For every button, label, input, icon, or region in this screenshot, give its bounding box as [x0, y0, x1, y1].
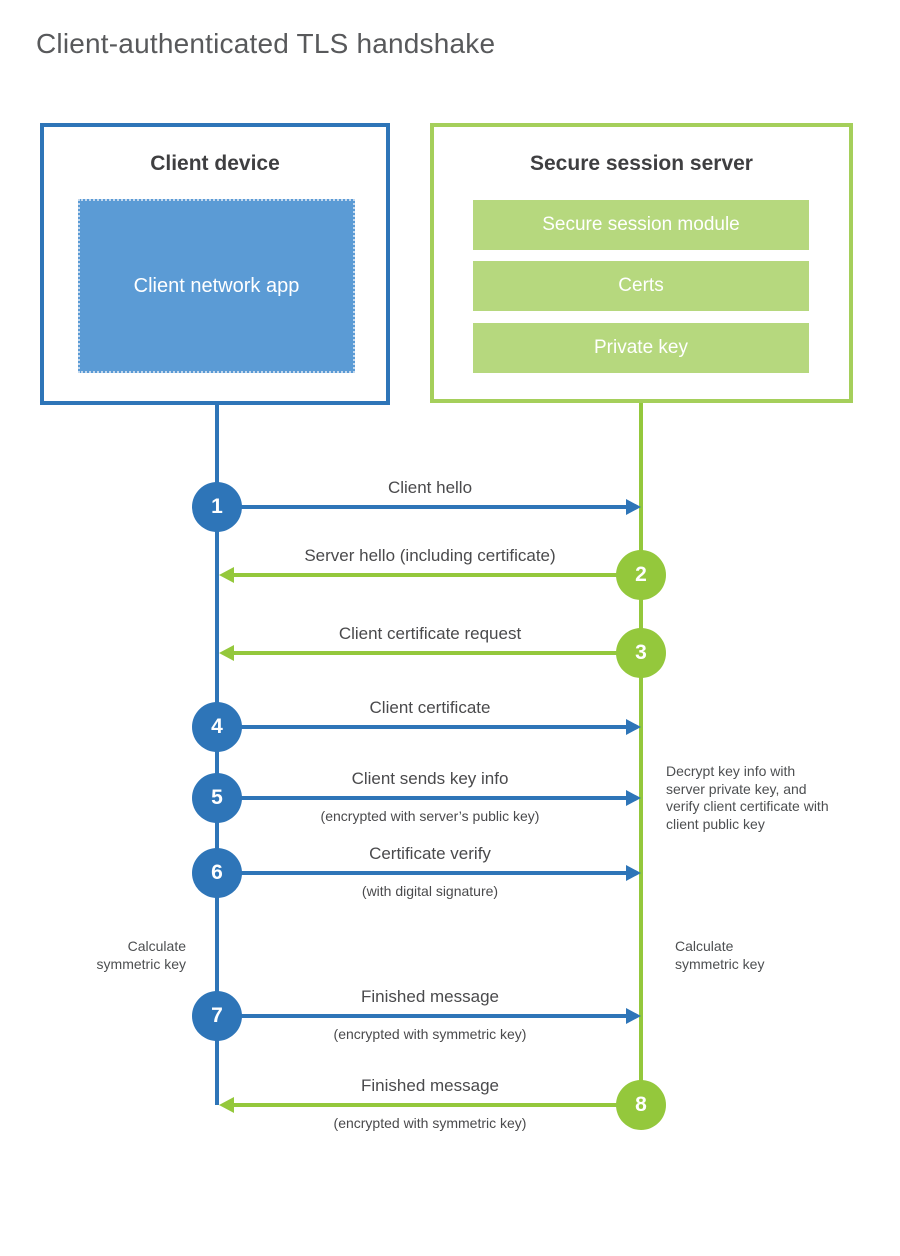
arrow-6-head-right-icon [626, 865, 641, 881]
arrow-2-head-left-icon [219, 567, 234, 583]
step-circle-1: 1 [192, 482, 242, 532]
step-circle-4: 4 [192, 702, 242, 752]
secure-session-server-title: Secure session server [530, 152, 753, 175]
server-module-private-key: Private key [473, 323, 809, 373]
step-circle-2: 2 [616, 550, 666, 600]
message-label-7: Finished message [361, 987, 499, 1006]
arrow-4-head-right-icon [626, 719, 641, 735]
step-number: 7 [211, 1004, 223, 1027]
arrow-3-line [232, 651, 641, 655]
arrow-4-line [219, 725, 628, 729]
server-module-label: Private key [594, 337, 688, 358]
message-label-5: Client sends key info [351, 769, 509, 788]
arrow-8-line [232, 1103, 641, 1107]
arrow-2-line [232, 573, 641, 577]
server-decrypt-note: Decrypt key info with server private key… [666, 763, 829, 832]
page-title: Client-authenticated TLS handshake [36, 28, 496, 59]
step-number: 6 [211, 861, 223, 884]
message-label-3: Client certificate request [338, 624, 522, 643]
server-module-label: Certs [618, 275, 664, 296]
arrow-7-head-right-icon [626, 1008, 641, 1024]
step-number: 5 [211, 786, 223, 809]
message-sub-8: (encrypted with symmetric key) [333, 1115, 527, 1131]
step-number: 2 [635, 563, 647, 586]
step-circle-7: 7 [192, 991, 242, 1041]
message-label-8: Finished message [361, 1076, 499, 1095]
arrow-6-line [219, 871, 628, 875]
step-circle-5: 5 [192, 773, 242, 823]
server-module-secure-session: Secure session module [473, 200, 809, 250]
client-network-app-label: Client network app [133, 275, 300, 297]
step-number: 3 [635, 641, 647, 664]
client-device-title: Client device [150, 152, 280, 175]
message-sub-6: (with digital signature) [361, 883, 499, 899]
client-lifeline [215, 403, 219, 1105]
message-sub-5: (encrypted with server’s public key) [320, 808, 540, 824]
client-calculate-symmetric-key-note: Calculate symmetric key [96, 938, 186, 972]
message-label-6: Certificate verify [369, 844, 491, 863]
arrow-1-head-right-icon [626, 499, 641, 515]
message-label-4: Client certificate [369, 698, 491, 717]
step-number: 1 [211, 495, 223, 518]
server-module-label: Secure session module [542, 214, 740, 235]
message-sub-7: (encrypted with symmetric key) [333, 1026, 527, 1042]
message-label-2: Server hello (including certificate) [304, 546, 556, 565]
arrow-3-head-left-icon [219, 645, 234, 661]
arrow-8-head-left-icon [219, 1097, 234, 1113]
client-network-app-box: Client network app [78, 199, 355, 373]
server-calculate-symmetric-key-note: Calculate symmetric key [675, 938, 765, 972]
step-circle-8: 8 [616, 1080, 666, 1130]
server-lifeline [639, 401, 643, 1105]
arrow-5-head-right-icon [626, 790, 641, 806]
step-number: 4 [211, 715, 223, 738]
arrow-1-line [219, 505, 628, 509]
step-circle-6: 6 [192, 848, 242, 898]
step-circle-3: 3 [616, 628, 666, 678]
server-module-certs: Certs [473, 261, 809, 311]
step-number: 8 [635, 1093, 647, 1116]
arrow-7-line [219, 1014, 628, 1018]
arrow-5-line [219, 796, 628, 800]
message-label-1: Client hello [387, 478, 473, 497]
